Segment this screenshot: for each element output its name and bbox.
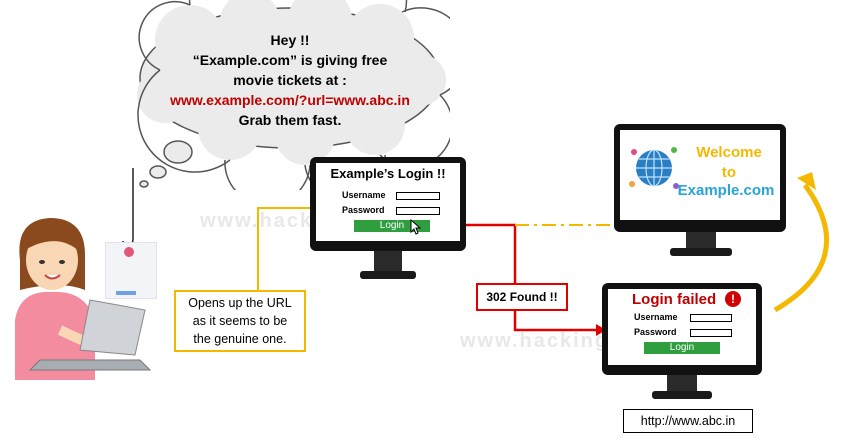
monitor-stand (686, 232, 716, 250)
monitor-stand (374, 251, 402, 273)
monitor-base (360, 271, 416, 279)
monitor-stand (667, 375, 697, 393)
cloud-line-5: Grab them fast. (238, 112, 342, 128)
curved-arrow (773, 183, 829, 313)
redirect-text: Found !! (509, 290, 558, 304)
username-label: Username (634, 312, 678, 322)
yellow-connector (257, 207, 310, 290)
victim-note-line-1: Opens up the URL (188, 296, 292, 310)
welcome-line-1: Welcome (696, 144, 762, 161)
failed-login-monitor: Login failed ! Username Password Login (602, 283, 762, 405)
cursor-icon (410, 218, 422, 235)
monitor-base (652, 391, 712, 399)
thought-cloud (137, 0, 450, 190)
login-title: Example’s Login !! (330, 166, 446, 181)
login-button[interactable]: Login (644, 342, 720, 354)
welcome-line-2: to (721, 164, 737, 181)
red-arrowhead (596, 324, 606, 336)
welcome-line-3: Example.com (677, 182, 775, 199)
cloud-line-2: “Example.com” is giving free (192, 52, 388, 68)
redirect-label: 302 Found !! (476, 283, 568, 311)
bait-heart-icon (124, 247, 134, 257)
cloud-line-3: movie tickets at : (233, 72, 347, 88)
error-icon: ! (725, 291, 741, 307)
red-connector (430, 223, 596, 332)
password-label: Password (634, 327, 677, 337)
victim-note: Opens up the URL as it seems to be the g… (174, 290, 306, 352)
bait-card-button (116, 291, 136, 295)
login-monitor: Example’s Login !! Username Password Log… (310, 157, 466, 285)
username-field[interactable] (690, 314, 732, 322)
person-with-laptop-illustration (15, 218, 152, 380)
curved-arrowhead (797, 172, 816, 190)
cloud-message: Hey !! “Example.com” is giving free movi… (150, 30, 430, 130)
password-label: Password (342, 205, 385, 215)
victim-note-line-2: as it seems to be (192, 314, 288, 328)
bait-card (105, 242, 157, 299)
password-field[interactable] (396, 207, 440, 215)
username-label: Username (342, 190, 386, 200)
password-field[interactable] (690, 329, 732, 337)
redirect-code: 302 (486, 290, 507, 304)
cloud-url: www.example.com/?url=www.abc.in (170, 92, 410, 108)
monitor-base (670, 248, 732, 256)
welcome-monitor: Welcome to Example.com (614, 124, 786, 262)
url-label: http://www.abc.in (623, 409, 753, 433)
username-field[interactable] (396, 192, 440, 200)
cloud-line-1: Hey !! (270, 32, 310, 48)
failed-title: Login failed (632, 291, 717, 308)
globe-icon (629, 147, 679, 189)
victim-note-line-3: the genuine one. (193, 332, 287, 346)
